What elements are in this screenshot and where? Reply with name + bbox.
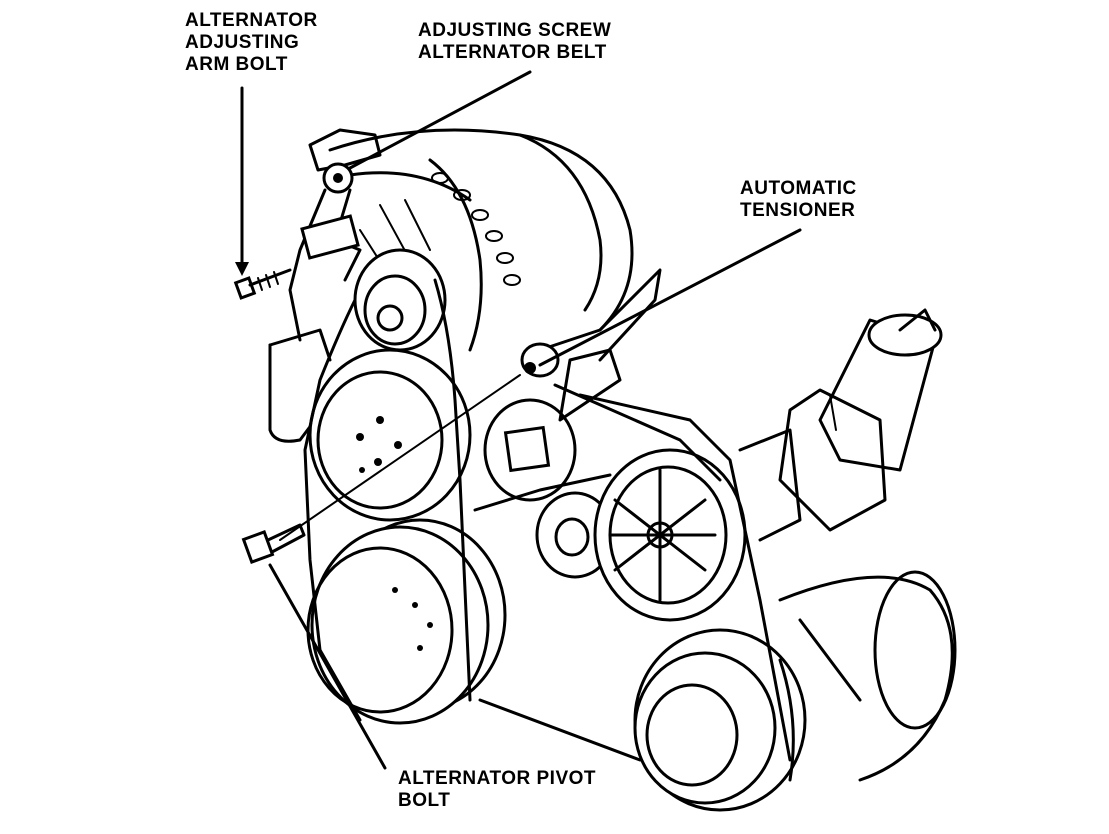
tensioner-leader <box>538 228 802 367</box>
adjusting-arm <box>268 128 382 443</box>
label-line: ALTERNATOR PIVOT <box>398 768 596 789</box>
label-line: ADJUSTING SCREW <box>418 20 612 41</box>
serpentine-belt <box>303 278 792 762</box>
label-line: ALTERNATOR <box>185 10 318 31</box>
adjusting-screw-label: ADJUSTING SCREW ALTERNATOR BELT <box>418 20 611 64</box>
pivot-bolt <box>241 523 306 564</box>
water-pump-pulley <box>308 348 472 522</box>
label-line: TENSIONER <box>740 200 856 221</box>
power-steering-pulley <box>593 448 747 622</box>
ac-compressor <box>633 570 957 812</box>
adjusting-screw-leader <box>348 70 532 170</box>
alternator-slots <box>431 172 521 286</box>
label-line: AUTOMATIC <box>740 178 857 199</box>
label-line: ADJUSTING <box>185 32 300 53</box>
label-line: BOLT <box>398 790 451 811</box>
label-line: ALTERNATOR BELT <box>418 42 607 63</box>
leader-lines <box>235 70 802 770</box>
alternator-pulley <box>353 248 447 352</box>
alternator-adjusting-arm-bolt-label: ALTERNATOR ADJUSTING ARM BOLT <box>185 10 318 76</box>
arm-bolt <box>233 268 292 300</box>
crankshaft-pulley <box>306 518 507 725</box>
pivot-bolt-leader <box>268 563 387 770</box>
alternator-pivot-bolt-label: ALTERNATOR PIVOT BOLT <box>398 768 596 812</box>
automatic-tensioner-label: AUTOMATIC TENSIONER <box>740 178 857 222</box>
automatic-tensioner <box>483 342 622 502</box>
label-line: ARM BOLT <box>185 54 288 75</box>
pivot-bolt-centerline <box>279 374 521 541</box>
power-steering-pump <box>738 308 943 542</box>
alternator <box>328 128 662 362</box>
